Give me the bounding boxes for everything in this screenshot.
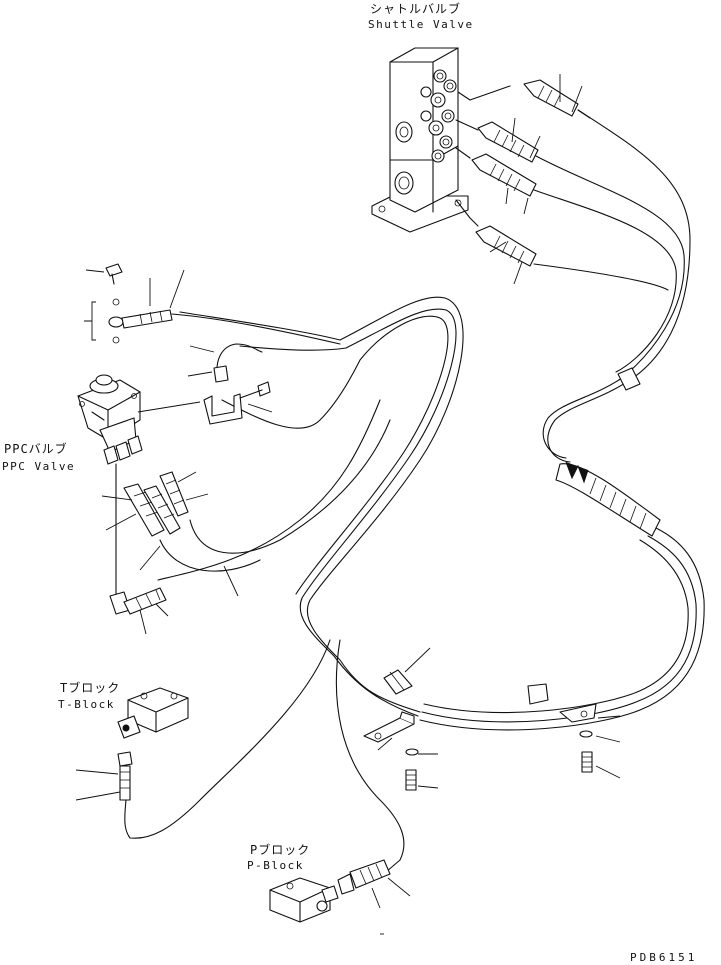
drawing-code: PDB6151: [630, 951, 697, 964]
washer-bottom: [112, 336, 120, 344]
ppc-hose-fittings: [123, 471, 189, 537]
washer-1: [405, 748, 419, 756]
ppc-valve-label-en: PPC Valve: [2, 460, 75, 473]
ppc-valve-label: PPCバルブ PPC Valve: [2, 441, 75, 473]
ppc-valve: [77, 374, 143, 465]
t-block-label: Tブロック T-Block: [58, 680, 120, 711]
shuttle-valve-label-en: Shuttle Valve: [368, 18, 474, 31]
ppc-bolt-top: [105, 263, 123, 285]
p-block-label-en: P-Block: [247, 859, 304, 872]
hose-fitting-3: [471, 153, 537, 197]
hose-fitting-1: [523, 79, 591, 119]
spiral-sleeve: [555, 461, 661, 537]
ppc-mount-bracket: [203, 381, 271, 425]
ppc-valve-label-jp: PPCバルブ: [4, 441, 68, 456]
t-block: [117, 687, 189, 739]
t-block-label-jp: Tブロック: [60, 680, 120, 695]
hose-fitting-4: [475, 225, 537, 267]
ppc-lower-elbow: [109, 587, 167, 615]
bolt-1: [405, 769, 417, 791]
t-block-fitting: [117, 751, 133, 801]
washer-top: [112, 298, 120, 306]
t-block-label-en: T-Block: [58, 698, 115, 711]
p-block-label-jp: Pブロック: [250, 842, 310, 857]
shuttle-valve-fittings: [420, 69, 457, 163]
ppc-small-hose: [213, 343, 263, 383]
clamp-bracket-1: [363, 711, 415, 743]
hose-bundle-right: [419, 109, 705, 731]
washer-2: [579, 730, 593, 738]
hose-clamp-1: [383, 669, 413, 695]
clamp-bracket-2: [527, 683, 597, 723]
ppc-elbow-fitting-top: [108, 309, 173, 329]
shuttle-valve-label-jp: シャトルバルブ: [370, 1, 461, 16]
hose-bundle-center: [124, 296, 464, 873]
p-block: [269, 877, 339, 923]
bolt-2: [581, 751, 593, 773]
p-block-label: Pブロック P-Block: [247, 842, 310, 872]
hose-fitting-2: [477, 121, 539, 163]
shuttle-valve-label: シャトルバルブ Shuttle Valve: [368, 1, 474, 31]
p-block-hose-fitting: [337, 859, 391, 895]
shuttle-valve: [371, 47, 511, 233]
